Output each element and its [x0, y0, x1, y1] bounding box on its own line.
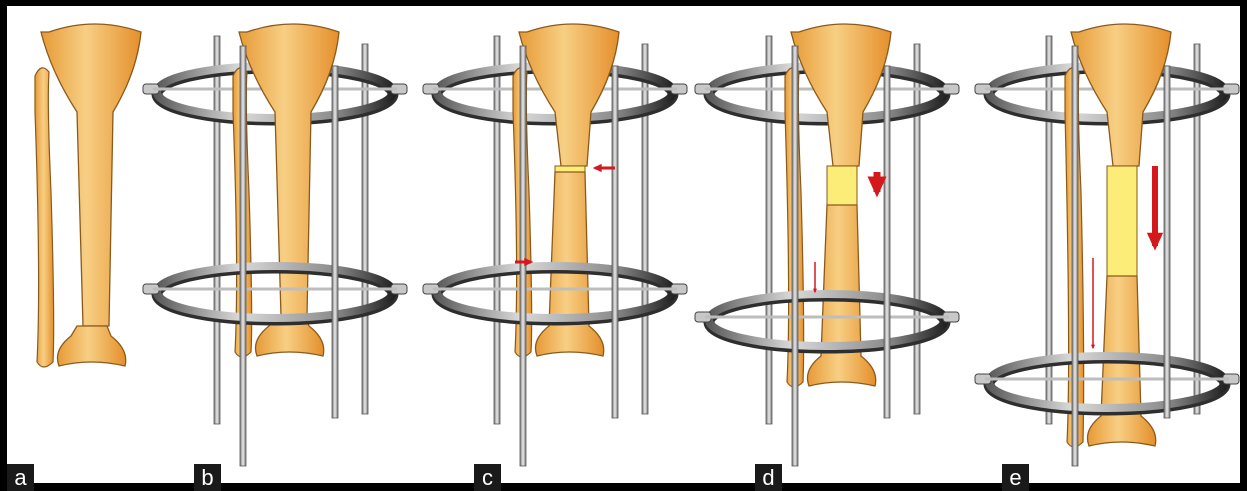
threaded-rod-icon	[914, 44, 920, 414]
panel-b	[143, 24, 407, 466]
figure-canvas: a b c d e	[7, 6, 1240, 483]
panel-c	[423, 24, 687, 466]
panel-label-a: a	[7, 464, 34, 491]
threaded-rod-icon	[240, 46, 246, 466]
threaded-rod-icon	[1072, 46, 1078, 466]
threaded-rod-icon	[766, 36, 772, 424]
bone-icon-proximal	[1071, 24, 1171, 166]
threaded-rod-icon	[792, 46, 798, 466]
threaded-rod-icon	[1194, 44, 1200, 414]
bone-icon-proximal	[791, 24, 891, 166]
threaded-rod-icon	[642, 44, 648, 414]
threaded-rod-icon	[612, 66, 618, 418]
bone-icon-proximal	[41, 24, 141, 326]
panel-d	[695, 24, 959, 466]
bone-icon-proximal	[519, 24, 619, 166]
panel-label-e: e	[1002, 464, 1029, 491]
threaded-rod-icon	[1164, 66, 1170, 418]
panel-a	[35, 24, 141, 367]
bone-icon-fibula	[35, 68, 54, 367]
bone-icon-regenerate	[555, 166, 585, 172]
distraction-arrow-icon-head	[593, 164, 602, 172]
distraction-arrow-icon-head	[1147, 233, 1163, 251]
panel-e	[975, 24, 1239, 466]
threaded-rod-icon	[520, 46, 526, 466]
panel-label-d: d	[755, 464, 782, 491]
threaded-rod-icon	[332, 66, 338, 418]
bone-icon-regenerate	[1107, 166, 1137, 276]
panel-label-b: b	[194, 464, 221, 491]
threaded-rod-icon	[494, 36, 500, 424]
external-fixator-ring-icon	[157, 266, 393, 318]
threaded-rod-icon	[214, 36, 220, 424]
threaded-rod-icon	[362, 44, 368, 414]
distraction-arrow-icon-head	[1091, 345, 1095, 349]
illustration-svg	[7, 6, 1240, 483]
bone-icon-distal	[58, 326, 126, 366]
threaded-rod-icon	[884, 66, 890, 418]
panel-label-c: c	[474, 464, 501, 491]
bone-icon-regenerate	[827, 166, 857, 205]
